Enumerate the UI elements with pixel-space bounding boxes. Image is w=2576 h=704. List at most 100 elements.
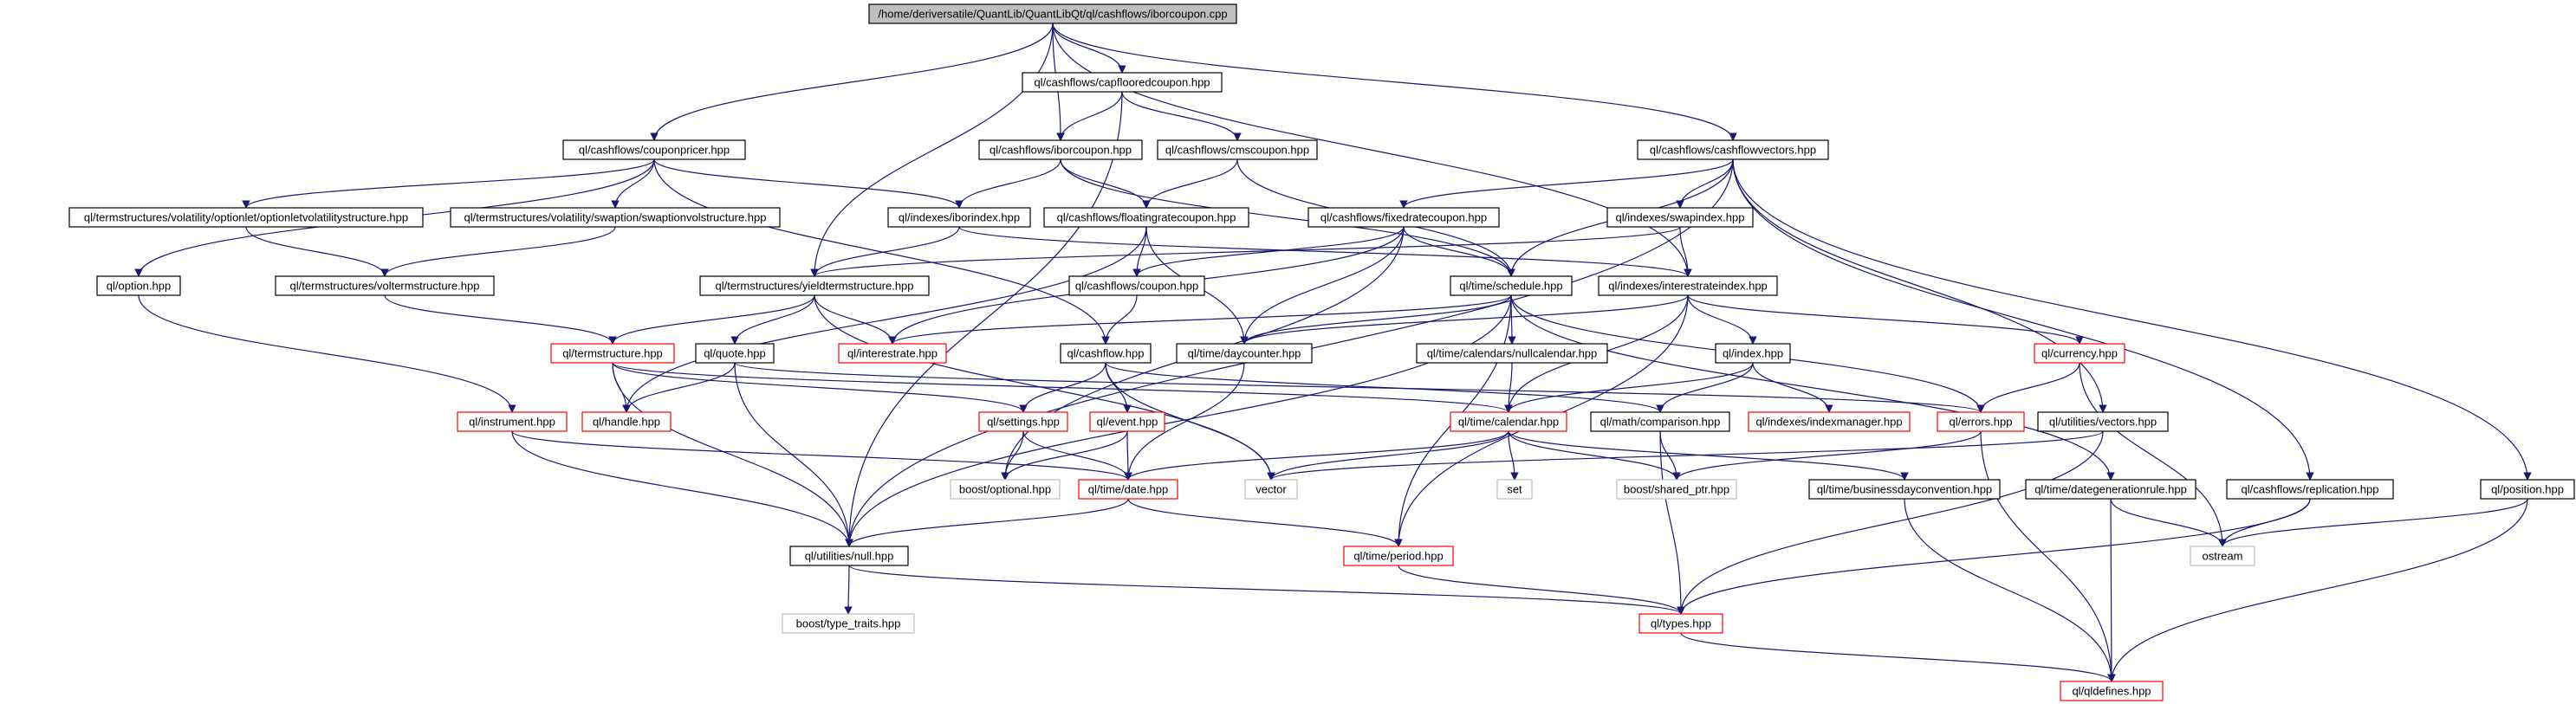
dependency-edge-null-to-typetraits — [844, 565, 853, 615]
dependency-edge-fixedrate-to-schedule — [1403, 226, 1515, 277]
node-date[interactable]: ql/time/date.hpp — [1078, 479, 1178, 500]
node-qldefines[interactable]: ql/qldefines.hpp — [2060, 681, 2164, 701]
node-currency[interactable]: ql/currency.hpp — [2034, 343, 2125, 364]
edge-layer — [134, 23, 2532, 682]
dependency-edge-null-to-types — [848, 565, 1685, 615]
node-dgr[interactable]: ql/time/dategenerationrule.hpp — [2025, 479, 2196, 500]
dependency-edge-couponpricer-to-swaptionvol — [611, 158, 655, 209]
node-daycounter[interactable]: ql/time/daycounter.hpp — [1176, 343, 1313, 364]
dependency-edge-instrument-to-null — [511, 430, 853, 547]
node-index[interactable]: ql/index.hpp — [1715, 343, 1791, 364]
node-label: ql/cashflows/fixedratecoupon.hpp — [1320, 211, 1487, 224]
node-capfloored[interactable]: ql/cashflows/capflooredcoupon.hpp — [1022, 72, 1223, 93]
node-box — [1043, 207, 1249, 228]
node-replication[interactable]: ql/cashflows/replication.hpp — [2226, 479, 2394, 500]
dependency-edge-termstructure-to-calendar — [612, 362, 1513, 413]
node-interestrate[interactable]: ql/interestrate.hpp — [838, 343, 947, 364]
node-voltermstructure[interactable]: ql/termstructures/voltermstructure.hpp — [275, 275, 495, 296]
dependency-edge-date-to-null — [845, 498, 1129, 547]
dependency-edge-date-to-period — [1127, 498, 1403, 547]
dependency-edge-currency-to-errors — [1976, 362, 2080, 413]
node-label: ql/qldefines.hpp — [2072, 685, 2151, 698]
node-label: ql/termstructures/volatility/swaption/sw… — [464, 211, 767, 224]
node-utilvectors[interactable]: ql/utilities/vectors.hpp — [2037, 411, 2169, 432]
dependency-edge-cashflow-to-settings — [1019, 362, 1106, 413]
node-calendar[interactable]: ql/time/calendar.hpp — [1450, 411, 1567, 432]
node-root[interactable]: /home/deriversatile/QuantLib/QuantLibQt/… — [868, 3, 1237, 24]
node-option[interactable]: ql/option.hpp — [96, 275, 181, 296]
dependency-edge-nullcalendar-to-calendar — [1504, 362, 1513, 413]
dependency-edge-voltermstructure-to-termstructure — [384, 294, 617, 345]
node-box — [1089, 411, 1165, 432]
node-label: ql/termstructures/volatility/optionlet/o… — [84, 211, 408, 224]
node-bdc[interactable]: ql/time/businessdayconvention.hpp — [1808, 479, 2001, 500]
node-types[interactable]: ql/types.hpp — [1638, 613, 1723, 634]
dependency-edge-utilvectors-to-types — [1677, 430, 2104, 615]
node-cmscoupon[interactable]: ql/cashflows/cmscoupon.hpp — [1157, 139, 1318, 160]
node-quote[interactable]: ql/quote.hpp — [695, 343, 775, 364]
dependency-edge-bdc-to-qldefines — [1904, 498, 2116, 682]
dependency-edge-termstructure-to-null — [612, 362, 853, 547]
node-box — [2480, 479, 2575, 500]
node-box — [1157, 139, 1318, 160]
node-label: ql/time/calendars/nullcalendar.hpp — [1427, 347, 1598, 360]
dependency-edge-cashflowvectors-to-fixedrate — [1399, 158, 1734, 209]
dependency-edge-swapindex-to-yieldterm — [810, 226, 1681, 277]
node-box — [1416, 343, 1608, 364]
node-iborindex[interactable]: ql/indexes/iborindex.hpp — [887, 207, 1031, 228]
node-iborcoupon[interactable]: ql/cashflows/iborcoupon.hpp — [978, 139, 1143, 160]
dependency-edge-termstructure-to-settings — [612, 362, 1028, 413]
dependency-edge-capfloored-to-iborcoupon — [1056, 91, 1123, 141]
dependency-edge-iborindex-to-yieldterm — [810, 226, 960, 277]
node-label: ql/settings.hpp — [987, 416, 1060, 429]
node-label: ql/math/comparison.hpp — [1600, 416, 1721, 429]
node-label: boost/shared_ptr.hpp — [1624, 483, 1729, 496]
node-period[interactable]: ql/time/period.hpp — [1343, 546, 1454, 566]
node-settings[interactable]: ql/settings.hpp — [978, 411, 1068, 432]
node-label: ql/cashflow.hpp — [1067, 347, 1145, 360]
node-position[interactable]: ql/position.hpp — [2480, 479, 2575, 500]
node-optionletvol[interactable]: ql/termstructures/volatility/optionlet/o… — [68, 207, 424, 228]
node-schedule[interactable]: ql/time/schedule.hpp — [1450, 275, 1573, 296]
node-termstructure[interactable]: ql/termstructure.hpp — [550, 343, 675, 364]
node-nullcalendar[interactable]: ql/time/calendars/nullcalendar.hpp — [1416, 343, 1608, 364]
node-label: ql/currency.hpp — [2041, 347, 2118, 360]
dependency-edge-cashflow-to-comparison — [1105, 362, 1664, 413]
node-couponpricer[interactable]: ql/cashflows/couponpricer.hpp — [562, 139, 746, 160]
dependency-edge-root-to-capfloored — [1052, 23, 1126, 74]
node-label: ql/indexes/indexmanager.hpp — [1755, 416, 1902, 429]
node-handle[interactable]: ql/handle.hpp — [581, 411, 672, 432]
node-box — [1307, 207, 1500, 228]
node-fixedrate[interactable]: ql/cashflows/fixedratecoupon.hpp — [1307, 207, 1500, 228]
node-box — [450, 207, 781, 228]
node-floatingrate[interactable]: ql/cashflows/floatingratecoupon.hpp — [1043, 207, 1249, 228]
node-comparison[interactable]: ql/math/comparison.hpp — [1590, 411, 1730, 432]
dependency-edge-errors-to-sharedptr — [1672, 430, 1982, 481]
node-box — [1937, 411, 2025, 432]
node-swaptionvol[interactable]: ql/termstructures/volatility/swaption/sw… — [450, 207, 781, 228]
node-yieldterm[interactable]: ql/termstructures/yieldtermstructure.hpp — [699, 275, 930, 296]
dependency-edge-event-to-optional — [1001, 430, 1128, 481]
node-cashflowvectors[interactable]: ql/cashflows/cashflowvectors.hpp — [1637, 139, 1829, 160]
node-label: ql/termstructures/voltermstructure.hpp — [290, 280, 480, 293]
node-box — [2025, 479, 2196, 500]
node-label: ql/time/calendar.hpp — [1458, 416, 1559, 429]
node-event[interactable]: ql/event.hpp — [1089, 411, 1165, 432]
node-indexmanager[interactable]: ql/indexes/indexmanager.hpp — [1748, 411, 1911, 432]
node-box — [1068, 275, 1205, 296]
dependency-edge-schedule-to-null — [845, 294, 1512, 547]
node-swapindex[interactable]: ql/indexes/swapindex.hpp — [1606, 207, 1754, 228]
node-null[interactable]: ql/utilities/null.hpp — [789, 546, 909, 566]
node-instrument[interactable]: ql/instrument.hpp — [457, 411, 568, 432]
node-label: ql/cashflows/cmscoupon.hpp — [1165, 144, 1309, 157]
node-box — [1616, 479, 1737, 500]
node-coupon[interactable]: ql/cashflows/coupon.hpp — [1068, 275, 1205, 296]
dependency-edge-couponpricer-to-cashflow — [653, 158, 1110, 345]
node-cashflow[interactable]: ql/cashflow.hpp — [1060, 343, 1152, 364]
node-interestrateindex[interactable]: ql/indexes/interestrateindex.hpp — [1598, 275, 1778, 296]
node-errors[interactable]: ql/errors.hpp — [1937, 411, 2025, 432]
node-box — [1022, 72, 1223, 93]
node-label: ql/types.hpp — [1651, 617, 1711, 630]
node-label: ql/utilities/null.hpp — [805, 550, 894, 563]
dependency-edge-swaptionvol-to-voltermstructure — [380, 226, 616, 277]
